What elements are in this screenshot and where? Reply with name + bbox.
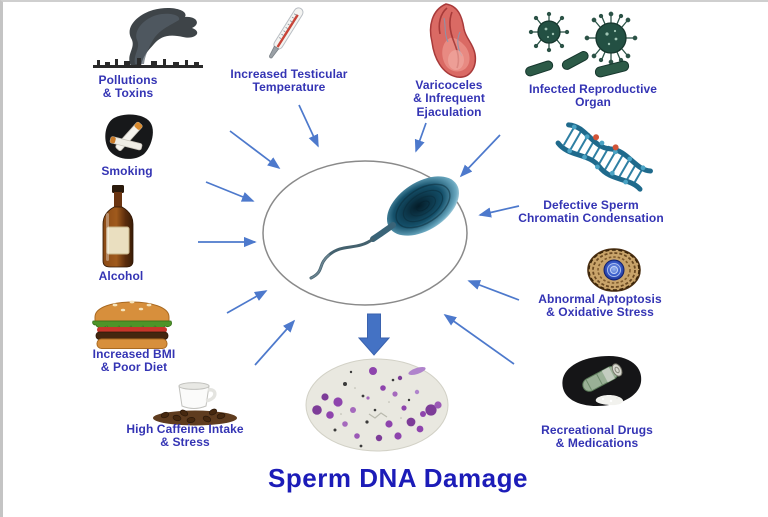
microscopy-slide bbox=[305, 358, 449, 452]
drug-money-icon bbox=[553, 352, 647, 412]
cause-label-infected: Infected Reproductive Organ bbox=[528, 82, 658, 110]
cause-label-alcohol: Alcohol bbox=[98, 269, 144, 283]
factory-smoke-icon bbox=[91, 4, 205, 72]
arrow-varicoceles bbox=[414, 122, 427, 153]
arrow-temperature bbox=[298, 104, 319, 148]
cause-label-pollutions: Pollutions & Toxins bbox=[98, 73, 158, 101]
cause-label-drugs: Recreational Drugs & Medications bbox=[541, 423, 653, 451]
cigarettes-icon bbox=[100, 112, 158, 162]
cause-label-defective: Defective Sperm Chromatin Condensation bbox=[518, 198, 664, 226]
arrow-smoking bbox=[205, 181, 255, 202]
liquor-bottle-icon bbox=[96, 185, 140, 269]
page-title: Sperm DNA Damage bbox=[268, 463, 528, 493]
arrow-caffeine bbox=[254, 319, 296, 366]
cause-label-temperature: Increased Testicular Temperature bbox=[230, 67, 348, 95]
coffee-icon bbox=[151, 380, 239, 426]
sperm-cell-icon bbox=[261, 159, 471, 307]
scrotum-anatomy-icon bbox=[420, 2, 480, 80]
dna-helix-icon bbox=[551, 118, 661, 198]
cause-label-caffeine: High Caffeine Intake & Stress bbox=[126, 422, 244, 450]
thermometer-icon bbox=[251, 2, 319, 66]
cause-label-smoking: Smoking bbox=[101, 164, 153, 178]
arrow-drugs bbox=[443, 314, 515, 365]
hamburger-icon bbox=[87, 290, 177, 352]
cause-label-apoptosis: Abnormal Aptoptosis & Oxidative Stress bbox=[538, 292, 662, 320]
cause-label-varicoceles: Varicoceles & Infrequent Ejaculation bbox=[413, 78, 485, 119]
big-result-arrow bbox=[357, 313, 391, 356]
virus-bacteria-icon bbox=[519, 6, 651, 84]
apoptotic-cell-icon bbox=[586, 247, 642, 293]
cause-label-bmi: Increased BMI & Poor Diet bbox=[92, 347, 176, 375]
